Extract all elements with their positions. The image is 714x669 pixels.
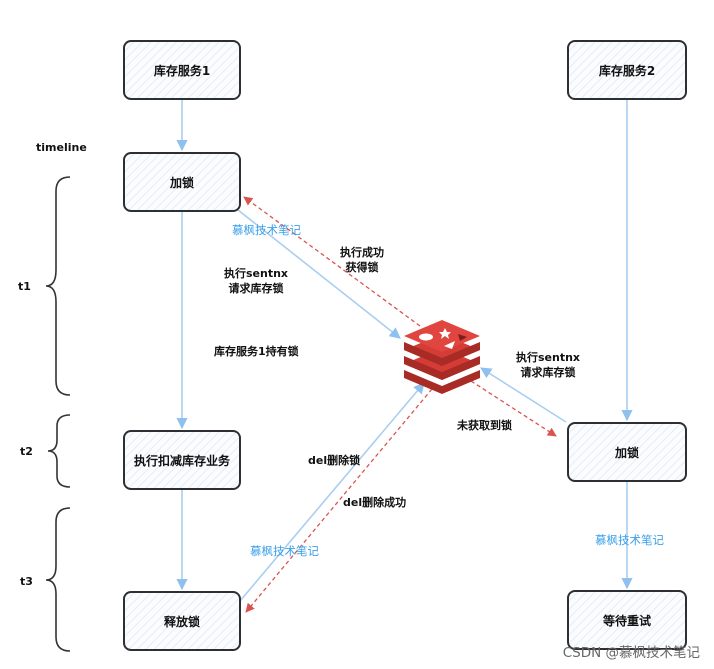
redis-logo-icon xyxy=(404,320,480,394)
timeline-label: timeline xyxy=(36,141,87,154)
box-service2: 库存服务2 xyxy=(567,40,687,100)
dashed-redis-to-lock1 xyxy=(243,196,421,327)
brace-t2 xyxy=(47,414,71,488)
dashed-redis-to-release xyxy=(245,388,433,613)
label-exec-success-line2: 获得锁 xyxy=(345,261,379,274)
arrow-lock1-to-redis xyxy=(237,209,401,339)
label-del-lock: del删除锁 xyxy=(308,454,361,467)
brace-t1 xyxy=(45,176,71,396)
box-wait-retry: 等待重试 xyxy=(567,590,687,650)
label-not-acquired: 未获取到锁 xyxy=(457,419,512,432)
watermark-label: 慕枫技术笔记 xyxy=(250,544,319,558)
watermark-label: 慕枫技术笔记 xyxy=(595,533,664,547)
label-exec-sentnx-right-line2: 请求库存锁 xyxy=(520,366,576,379)
label-exec-success-line1: 执行成功 xyxy=(340,246,384,259)
brace-t3 xyxy=(45,507,71,652)
label-exec-sentnx-left-line1: 执行sentnx xyxy=(224,267,289,280)
label-exec-sentnx-right: 执行sentnx 请求库存锁 xyxy=(516,350,580,380)
watermark-label: 慕枫技术笔记 xyxy=(232,223,301,237)
label-exec-sentnx-left: 执行sentnx 请求库存锁 xyxy=(224,266,288,296)
arrow-lock2-to-redis xyxy=(480,367,567,423)
label-exec-sentnx-left-line2: 请求库存锁 xyxy=(228,282,284,295)
t2-label: t2 xyxy=(20,445,33,458)
box-lock1: 加锁 xyxy=(123,152,241,212)
label-del-success: del删除成功 xyxy=(343,496,407,509)
box-service1: 库存服务1 xyxy=(123,40,241,100)
footer-credit: CSDN @慕枫技术笔记 xyxy=(562,645,700,661)
box-lock2: 加锁 xyxy=(567,422,687,482)
arrow-release-to-redis xyxy=(239,382,425,602)
t3-label: t3 xyxy=(20,575,33,588)
dashed-redis-to-lock2 xyxy=(470,380,557,437)
t1-label: t1 xyxy=(18,280,31,293)
box-deduct: 执行扣减库存业务 xyxy=(123,430,241,490)
label-exec-sentnx-right-line1: 执行sentnx xyxy=(516,351,581,364)
box-release: 释放锁 xyxy=(123,591,241,651)
label-exec-success: 执行成功 获得锁 xyxy=(340,245,384,275)
label-hold-lock: 库存服务1持有锁 xyxy=(214,345,299,358)
